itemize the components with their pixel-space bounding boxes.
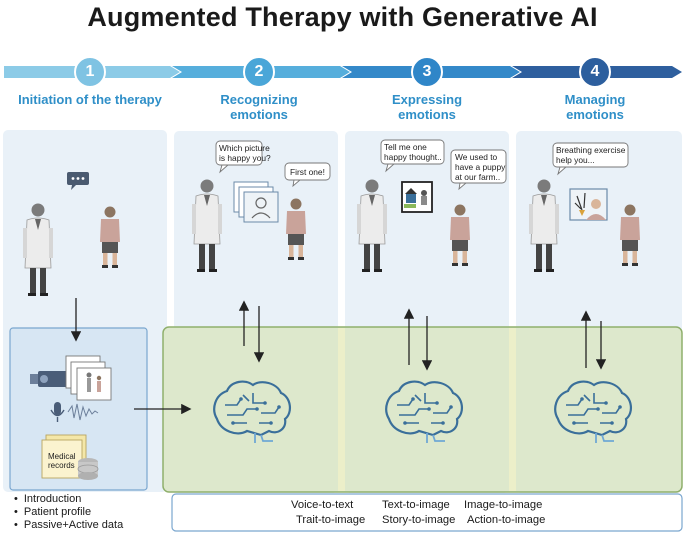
step-label-1-line1: Initiation of the therapy <box>18 92 162 107</box>
audio-waveform <box>67 403 99 421</box>
photo-stack-icon <box>65 355 112 401</box>
bubble-step3-child-text: We used to have a puppy at our farm.. <box>455 152 505 182</box>
bubble-step3-therapist <box>380 139 445 165</box>
step-label-3: Expressing emotions <box>367 92 487 122</box>
list-item: Patient profile <box>14 506 123 519</box>
step-label-4-line2: emotions <box>566 107 624 122</box>
tech-action-to-image: Action-to-image <box>467 514 546 526</box>
step-3-circle <box>411 56 443 88</box>
medical-records-line2: records <box>48 461 75 470</box>
farm-picture-icon <box>401 181 433 213</box>
bubble-line: Breathing exercise <box>556 145 626 155</box>
step-label-4-line1: Managing <box>564 92 626 107</box>
bubble-step3-therapist-text: Tell me one happy thought.. <box>384 142 442 162</box>
list-item: Introduction <box>14 493 123 506</box>
step-label-2: Recognizing emotions <box>199 92 319 122</box>
database-icon <box>77 458 99 480</box>
bubble-step4-therapist-text: Breathing exercise help you... <box>556 145 625 165</box>
bubble-line: at our farm.. <box>455 172 501 182</box>
step-label-3-line2: emotions <box>398 107 456 122</box>
bubble-line: have a puppy <box>455 162 506 172</box>
flow-arrows <box>70 298 607 415</box>
tech-voice-to-text: Voice-to-text <box>291 499 354 511</box>
microphone-icon <box>50 402 65 422</box>
step-label-3-line1: Expressing <box>391 92 463 107</box>
step-1-circle <box>74 56 106 88</box>
step-number-3: 3 <box>422 63 432 80</box>
bubble-line: Which picture <box>219 143 270 153</box>
step-4-circle <box>579 56 611 88</box>
tech-trait-to-image: Trait-to-image <box>296 514 366 526</box>
step-2-circle <box>243 56 275 88</box>
tech-story-to-image: Story-to-image <box>382 514 456 526</box>
chat-icon <box>67 172 89 190</box>
bubble-step2-child-text: First one! <box>290 167 325 177</box>
medical-records-line1: Medical <box>48 452 76 461</box>
step-label-1: Initiation of the therapy <box>10 92 170 107</box>
bubble-step4-therapist <box>552 142 629 168</box>
bubble-step3-child <box>450 149 507 184</box>
camera-icon <box>30 371 68 387</box>
inputs-list: Introduction Patient profile Passive+Act… <box>14 493 123 532</box>
page-title: Augmented Therapy with Generative AI <box>87 2 598 32</box>
generation-modes-box <box>171 493 683 532</box>
bubble-step2-therapist-text: Which picture is happy you? <box>219 143 271 163</box>
breathing-picture-icon <box>569 188 608 221</box>
bubble-step2-therapist <box>215 140 263 166</box>
tech-image-to-image: Image-to-image <box>464 499 543 511</box>
medical-records-label: Medical records <box>48 452 76 470</box>
step-number-4: 4 <box>590 63 600 80</box>
bubble-step2-child <box>284 162 331 181</box>
bubble-line: help you... <box>556 155 595 165</box>
bubble-line: We used to <box>455 152 498 162</box>
panel-gap-1 <box>338 328 345 491</box>
step-label-4: Managing emotions <box>535 92 655 122</box>
list-item: Passive+Active data <box>14 519 123 532</box>
step-label-2-line1: Recognizing <box>220 92 298 107</box>
step-number-1: 1 <box>85 63 95 80</box>
bubble-line: is happy you? <box>219 153 271 163</box>
face-cards-icon <box>233 181 279 223</box>
step-number-2: 2 <box>254 63 264 80</box>
tech-text-to-image: Text-to-image <box>382 499 450 511</box>
bubble-line: Tell me one <box>384 142 427 152</box>
bubble-line: happy thought.. <box>384 152 442 162</box>
step-label-2-line2: emotions <box>230 107 288 122</box>
panel-gap-2 <box>509 328 516 491</box>
